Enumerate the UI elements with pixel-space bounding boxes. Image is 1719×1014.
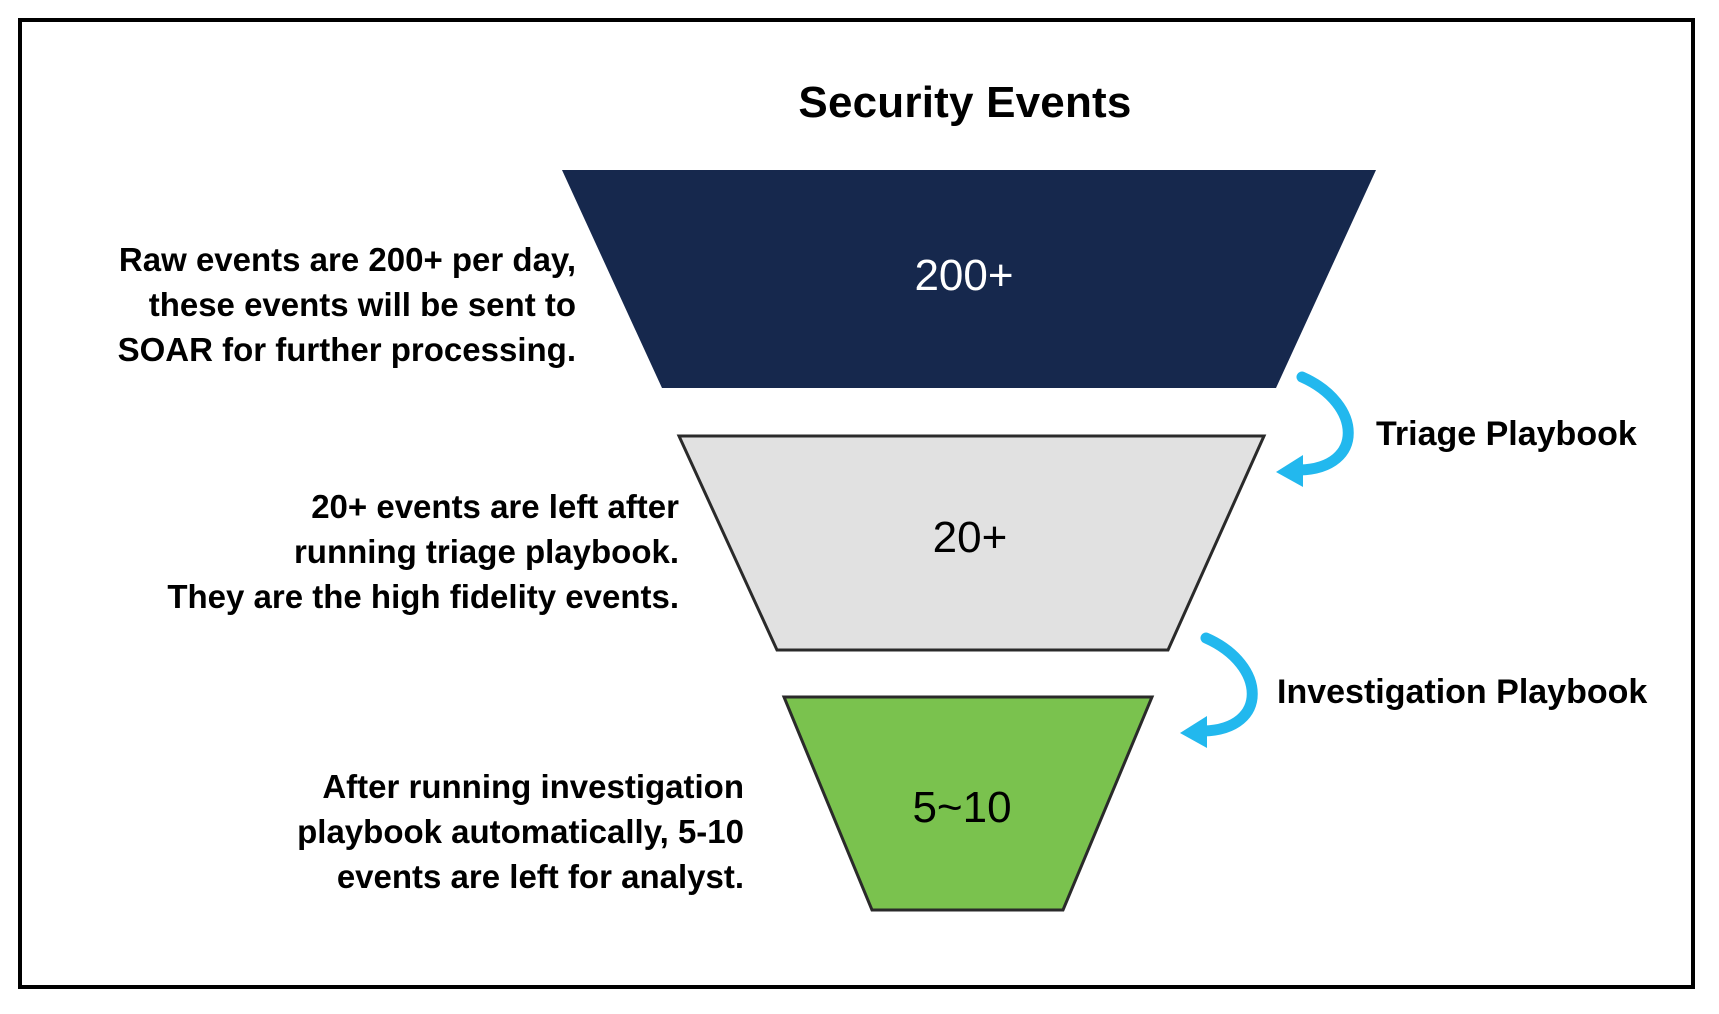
diagram-title: Security Events <box>798 78 1132 127</box>
stage-1-description: Raw events are 200+ per day, these event… <box>118 237 576 372</box>
stage-2-description-line: 20+ events are left after <box>311 488 679 525</box>
stage-3-description-line: playbook automatically, 5-10 <box>297 813 744 850</box>
stage-1-description-line: Raw events are 200+ per day, <box>118 241 576 278</box>
stage-2-description-line: They are the high fidelity events. <box>167 578 679 615</box>
triage-playbook-arrow-icon <box>1276 371 1354 487</box>
funnel-stage-3-value: 5~10 <box>912 783 1011 832</box>
stage-1-description-line: SOAR for further processing. <box>117 331 576 368</box>
funnel-stage-1 <box>562 170 1376 388</box>
funnel-stage-2 <box>676 434 1267 652</box>
stage-2-description-line: running triage playbook. <box>293 533 679 570</box>
investigation-playbook-arrow-icon <box>1180 632 1258 748</box>
stage-1-description-line: these events will be sent to <box>148 286 576 323</box>
diagram-frame <box>18 18 1695 989</box>
stage-3-description-line: After running investigation <box>322 768 744 805</box>
stage-2-description: 20+ events are left after running triage… <box>167 484 679 619</box>
funnel-stage-2-value: 20+ <box>933 513 1008 562</box>
funnel-stage-3 <box>781 695 1155 912</box>
funnel-stage-1-value: 200+ <box>914 251 1013 300</box>
investigation-playbook-label: Investigation Playbook <box>1277 673 1648 711</box>
triage-playbook-label: Triage Playbook <box>1376 415 1637 453</box>
stage-3-description-line: events are left for analyst. <box>336 858 744 895</box>
stage-3-description: After running investigation playbook aut… <box>297 764 744 899</box>
